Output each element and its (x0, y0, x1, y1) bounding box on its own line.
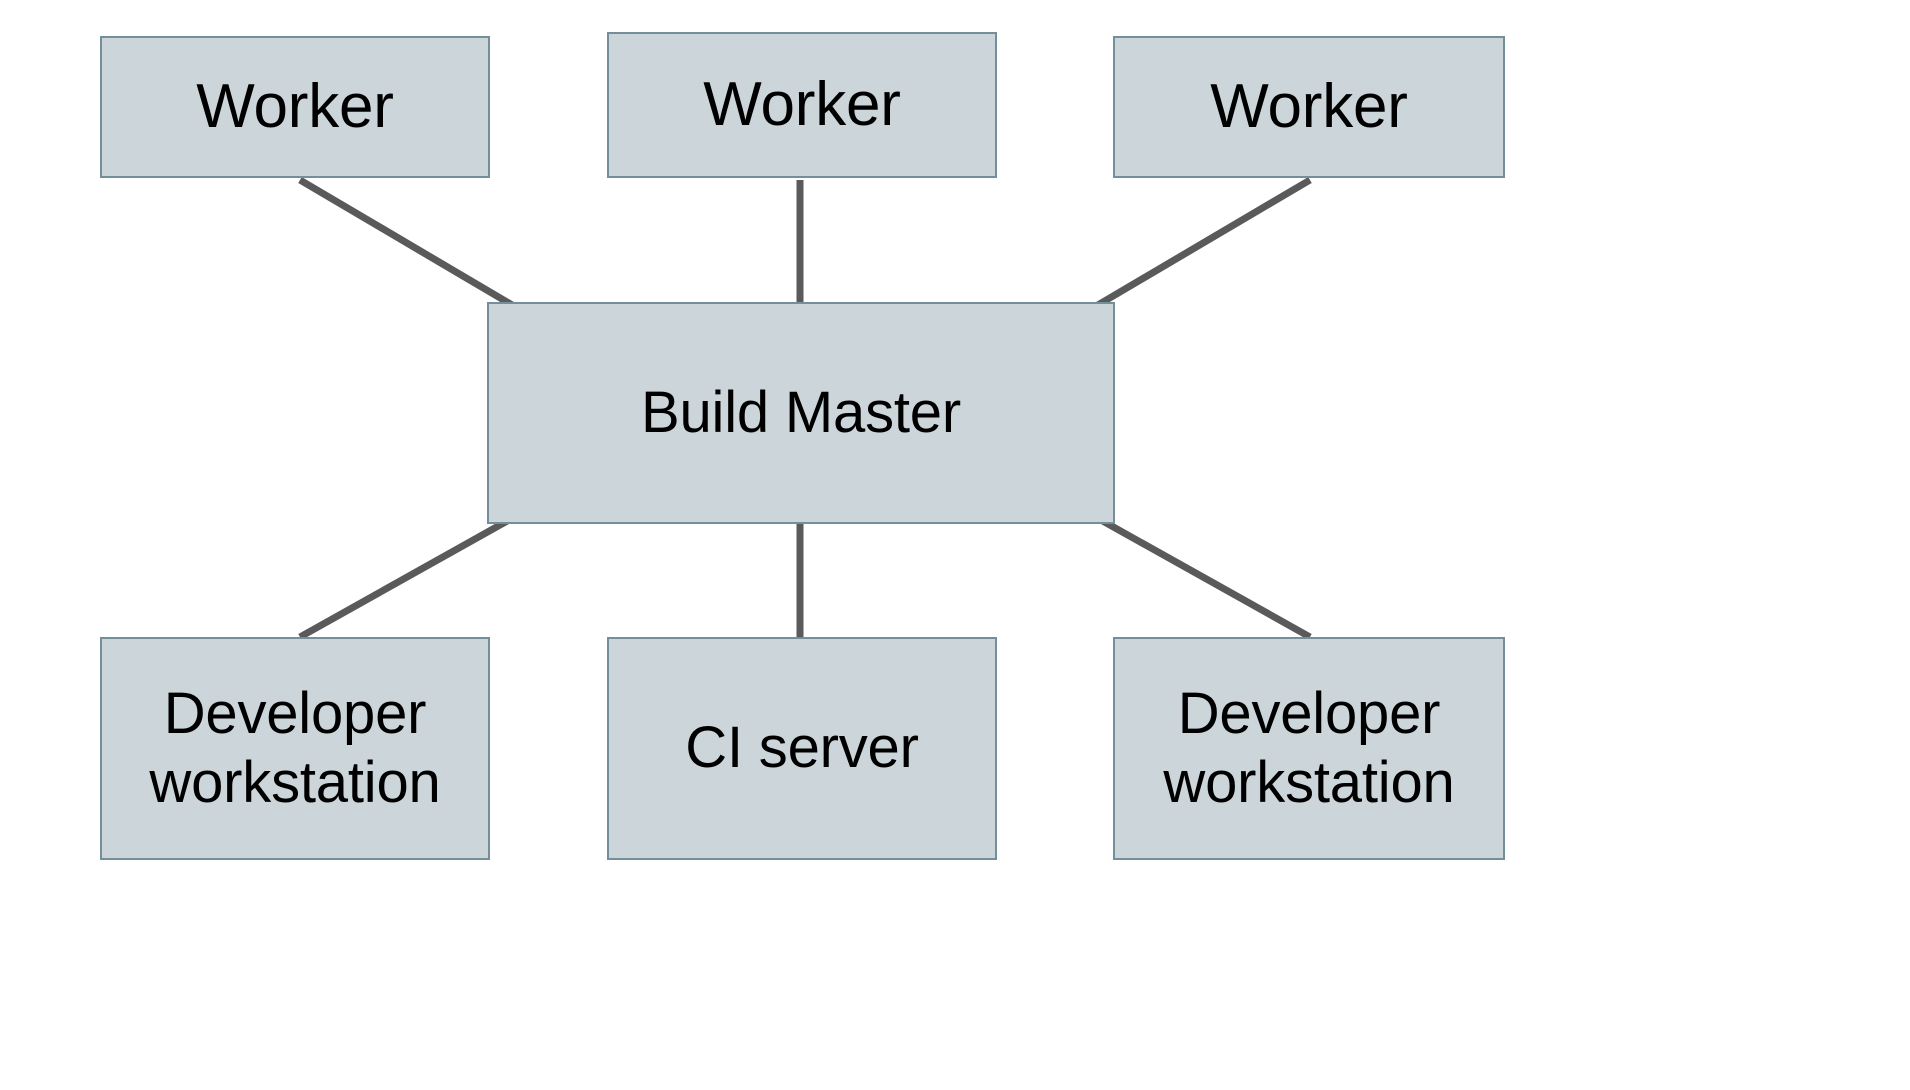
node-developer-workstation-right[interactable]: Developer workstation (1113, 637, 1505, 860)
node-ci-server-label: CI server (685, 715, 919, 781)
node-worker-a-label: Worker (196, 72, 394, 142)
node-worker-c[interactable]: Worker (1113, 36, 1505, 178)
node-worker-b[interactable]: Worker (607, 32, 997, 178)
node-worker-c-label: Worker (1210, 72, 1408, 142)
node-build-master-label: Build Master (641, 379, 961, 445)
node-worker-b-label: Worker (703, 70, 901, 140)
node-build-master[interactable]: Build Master (487, 302, 1115, 524)
node-developer-workstation-right-label: Developer workstation (1163, 681, 1455, 815)
node-worker-a[interactable]: Worker (100, 36, 490, 178)
node-developer-workstation-left-label: Developer workstation (149, 681, 441, 815)
node-ci-server[interactable]: CI server (607, 637, 997, 860)
node-developer-workstation-left[interactable]: Developer workstation (100, 637, 490, 860)
